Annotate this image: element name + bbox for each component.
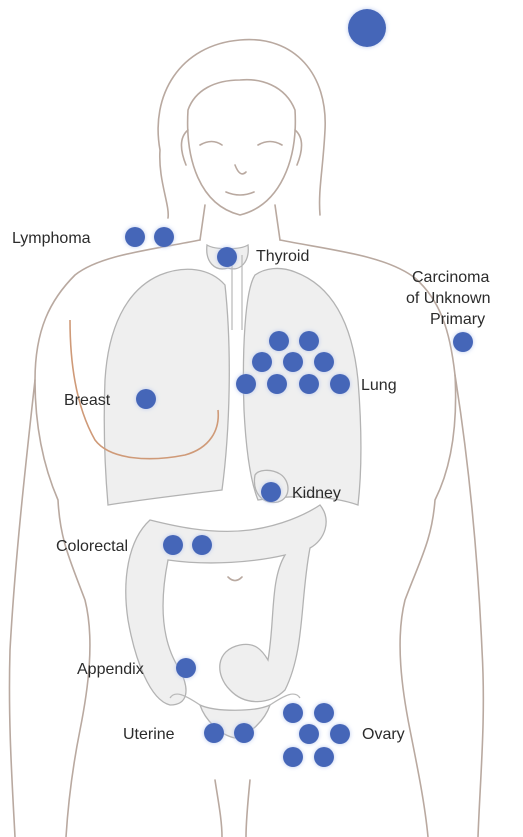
ears	[181, 130, 301, 165]
colorectal-marker[interactable]	[163, 535, 183, 555]
kidney-marker[interactable]	[261, 482, 281, 502]
ovary-marker[interactable]	[299, 724, 319, 744]
uterine-marker[interactable]	[234, 723, 254, 743]
right-arm	[455, 375, 483, 837]
left-lung	[104, 269, 229, 505]
ovary-marker[interactable]	[330, 724, 350, 744]
lung-marker[interactable]	[314, 352, 334, 372]
eyes	[200, 142, 282, 146]
breast-marker[interactable]	[136, 389, 156, 409]
lung-marker[interactable]	[299, 331, 319, 351]
ovary-marker[interactable]	[314, 703, 334, 723]
lymphoma-marker[interactable]	[125, 227, 145, 247]
legend-marker	[348, 9, 386, 47]
lung-marker[interactable]	[252, 352, 272, 372]
colorectal-marker[interactable]	[192, 535, 212, 555]
ovary-marker[interactable]	[283, 703, 303, 723]
appendix-marker[interactable]	[176, 658, 196, 678]
label-colorectal: Colorectal	[56, 538, 128, 555]
carcinoma-unknown-primary-marker[interactable]	[453, 332, 473, 352]
label-lung: Lung	[361, 377, 397, 394]
label-uterine: Uterine	[123, 726, 175, 743]
label-breast: Breast	[64, 392, 111, 409]
mouth	[226, 192, 254, 195]
label-carcinoma-line-3: Primary	[430, 311, 485, 328]
ovary-marker[interactable]	[283, 747, 303, 767]
lung-marker[interactable]	[283, 352, 303, 372]
label-thyroid: Thyroid	[256, 248, 309, 265]
label-ovary: Ovary	[362, 726, 405, 743]
label-kidney: Kidney	[292, 485, 341, 502]
lung-marker[interactable]	[267, 374, 287, 394]
lung-marker[interactable]	[236, 374, 256, 394]
lung-marker[interactable]	[269, 331, 289, 351]
lymphoma-marker[interactable]	[154, 227, 174, 247]
nose	[235, 165, 246, 174]
navel	[228, 577, 242, 581]
colon	[126, 505, 326, 705]
lung-marker[interactable]	[299, 374, 319, 394]
label-carcinoma-line-2: of Unknown	[406, 290, 491, 307]
lung-marker[interactable]	[330, 374, 350, 394]
fallopian-tubes	[170, 694, 300, 705]
uterine-marker[interactable]	[204, 723, 224, 743]
neck-outline	[200, 205, 280, 240]
label-lymphoma: Lymphoma	[12, 230, 91, 247]
hair-outline	[158, 40, 325, 218]
thyroid-marker[interactable]	[217, 247, 237, 267]
label-appendix: Appendix	[77, 661, 144, 678]
ovary-marker[interactable]	[314, 747, 334, 767]
left-arm	[9, 380, 35, 837]
inner-legs	[215, 780, 250, 837]
label-carcinoma-line-1: Carcinoma	[412, 269, 489, 286]
